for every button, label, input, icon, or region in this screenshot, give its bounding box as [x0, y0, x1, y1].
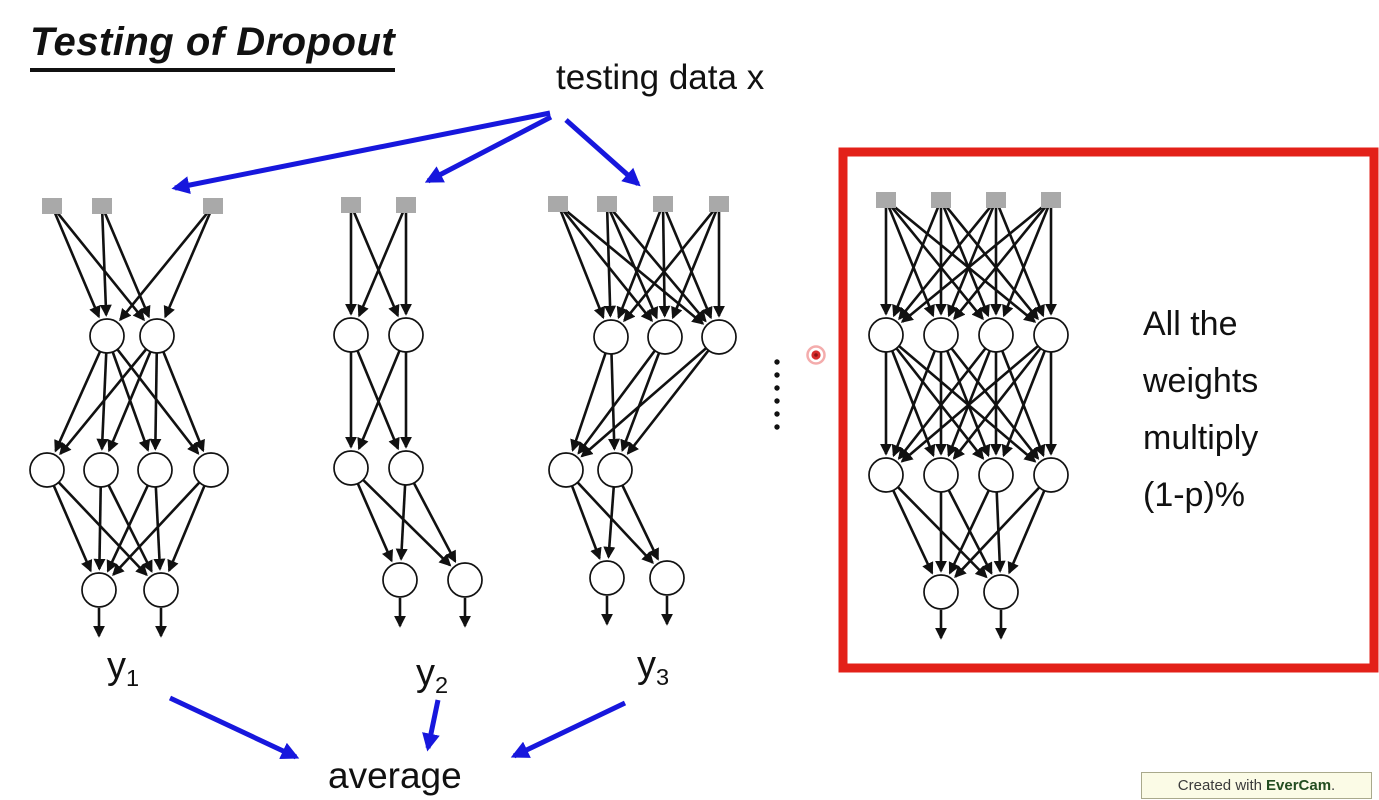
weights-note-line-4: (1-p)% — [1143, 476, 1246, 514]
ellipsis-dots — [774, 359, 780, 430]
network-2 — [333, 197, 483, 628]
red-highlight-box — [838, 147, 1379, 673]
testing-data-label: testing data x — [556, 58, 765, 97]
output-label-y3-base: y — [637, 644, 656, 686]
arrow-y1-to-average — [168, 695, 300, 760]
watermark-prefix: Created with — [1177, 777, 1262, 794]
average-arrows — [168, 695, 627, 760]
network-3 — [548, 196, 737, 626]
output-label-y2-base: y — [416, 652, 435, 694]
average-label: average — [328, 755, 462, 796]
output-label-y1: y1 — [107, 645, 139, 692]
weights-note-line-1: All the — [1143, 305, 1238, 343]
arrow-to-network-3 — [564, 118, 641, 187]
output-label-y2: y2 — [416, 652, 448, 699]
weights-note: All the weights multiply (1-p)% — [1143, 296, 1258, 524]
weights-note-line-3: multiply — [1143, 419, 1259, 457]
weights-note-line-2: weights — [1143, 362, 1259, 400]
output-label-y3-sub: 3 — [656, 664, 670, 691]
network-1 — [29, 198, 229, 638]
watermark-brand: EverCam — [1266, 777, 1332, 794]
output-label-y1-base: y — [107, 645, 126, 687]
arrow-y3-to-average — [510, 700, 627, 759]
output-label-y3: y3 — [637, 644, 669, 691]
output-label-y2-sub: 2 — [435, 672, 449, 699]
watermark-suffix: . — [1331, 777, 1336, 794]
testing-data-arrows — [171, 110, 641, 195]
slide-title: Testing of Dropout — [30, 20, 396, 72]
network-4-full — [868, 192, 1069, 640]
arrow-to-network-1 — [171, 110, 551, 195]
output-label-y1-sub: 1 — [126, 665, 140, 692]
arrow-to-network-2 — [424, 114, 553, 184]
arrow-y2-to-average — [422, 699, 441, 752]
laser-pointer-dot — [806, 345, 826, 365]
